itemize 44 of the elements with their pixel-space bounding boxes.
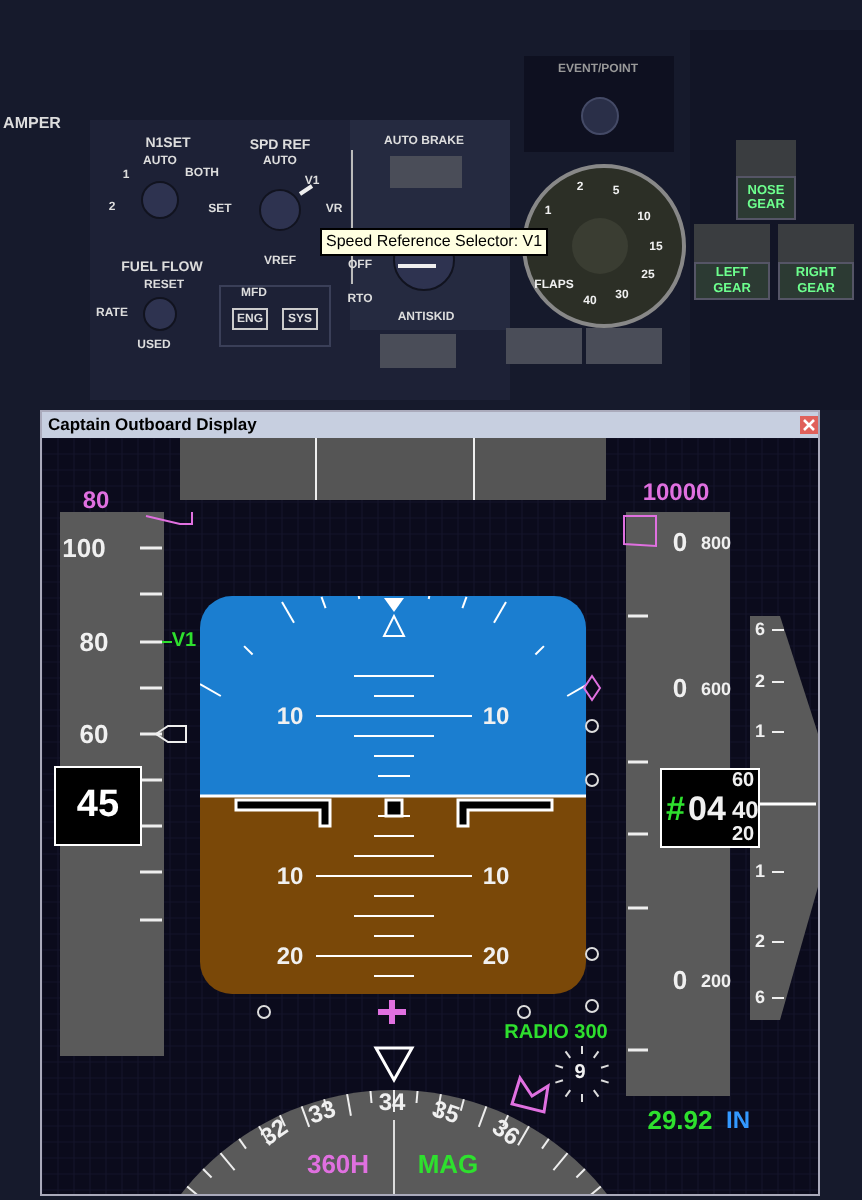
selected-speed: 80 bbox=[82, 488, 110, 512]
altitude-scale-label: 600 bbox=[700, 681, 732, 699]
heading-scale-label: 33 bbox=[305, 1096, 339, 1128]
vertical-speed-label: 6 bbox=[755, 989, 765, 1007]
pitch-scale-label: 10 bbox=[482, 704, 510, 728]
altitude-readout-digit: 20 bbox=[732, 826, 755, 846]
selected-altitude: 10000 bbox=[642, 480, 710, 504]
pitch-scale-label: 10 bbox=[276, 864, 304, 888]
vertical-speed-label: 1 bbox=[755, 723, 765, 741]
pitch-scale-label: 10 bbox=[276, 704, 304, 728]
tooltip: Speed Reference Selector: V1 bbox=[320, 228, 549, 256]
vertical-speed-label: 6 bbox=[755, 621, 765, 639]
heading-scale-label: 35 bbox=[429, 1096, 463, 1128]
heading-mode: MAG bbox=[417, 1151, 479, 1177]
altitude-scale-label: 0 bbox=[672, 529, 688, 555]
altitude-readout bbox=[660, 768, 760, 848]
altitude-readout-digit: 40 bbox=[732, 798, 758, 822]
barometric-setting: 29.92 bbox=[647, 1107, 713, 1133]
selected-heading: 360H bbox=[306, 1151, 370, 1177]
airspeed-readout: 45 bbox=[54, 766, 142, 846]
vertical-speed-label: 2 bbox=[755, 673, 765, 691]
pitch-scale-label: 20 bbox=[482, 944, 510, 968]
panel-label: AMPER bbox=[3, 116, 61, 132]
heading-scale-label: 36 bbox=[488, 1114, 524, 1150]
altitude-readout-digit: # bbox=[666, 792, 685, 826]
barometric-unit: IN bbox=[726, 1108, 750, 1132]
radio-altitude-dial-label: 9 bbox=[574, 1064, 586, 1084]
altitude-scale-label: 200 bbox=[700, 973, 732, 991]
altitude-readout-digit: 60 bbox=[732, 772, 755, 792]
altitude-scale-label: 0 bbox=[672, 967, 688, 993]
window-title: Captain Outboard Display bbox=[48, 414, 257, 434]
radio-altitude-readout: RADIO 300 bbox=[504, 1024, 608, 1044]
speed-bug-label: V1 bbox=[171, 632, 197, 652]
speed-scale-label: 60 bbox=[79, 721, 109, 747]
altitude-readout-digit: 04 bbox=[688, 792, 726, 826]
vertical-speed-label: 1 bbox=[755, 863, 765, 881]
vertical-speed-label: 2 bbox=[755, 933, 765, 951]
heading-scale-label: 32 bbox=[256, 1114, 292, 1150]
pitch-scale-label: 10 bbox=[482, 864, 510, 888]
altitude-scale-label: 800 bbox=[700, 535, 732, 553]
speed-scale-label: 80 bbox=[79, 629, 109, 655]
pitch-scale-label: 20 bbox=[276, 944, 304, 968]
altitude-scale-label: 0 bbox=[672, 675, 688, 701]
speed-scale-label: 100 bbox=[62, 535, 106, 561]
